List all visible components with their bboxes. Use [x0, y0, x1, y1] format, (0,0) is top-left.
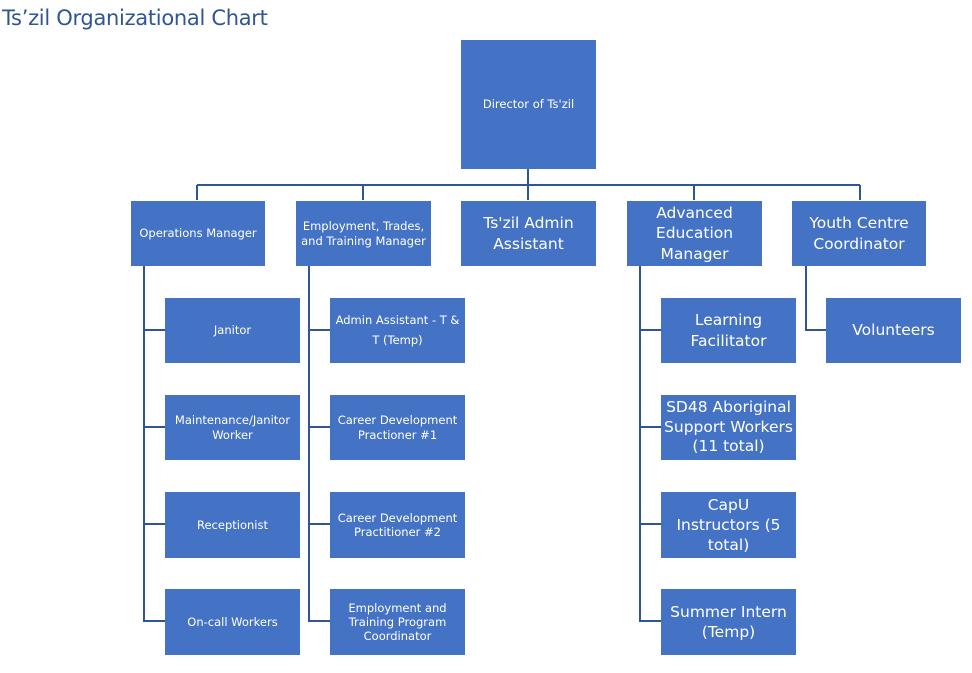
staff-box-capu-instructors: CapU Instructors (5 total) [661, 492, 796, 558]
manager-box-employment-trades: Employment, Trades, and Training Manager [296, 201, 431, 266]
staff-label: Employment and Training Program Coordina… [348, 600, 447, 643]
manager-box-youth-centre: Youth Centre Coordinator [792, 201, 926, 266]
staff-box-career-dev-2: Career Development Practitioner #2 [330, 492, 465, 558]
staff-label: On-call Workers [187, 614, 278, 629]
manager-box-advanced-education: Advanced Education Manager [627, 201, 762, 266]
director-box: Director of Ts'zil [461, 40, 596, 169]
manager-box-operations: Operations Manager [131, 201, 265, 266]
staff-label: SD48 Aboriginal Support Workers (11 tota… [664, 398, 793, 456]
staff-label: Admin Assistant - T & T (Temp) [335, 312, 460, 347]
manager-label: Advanced Education Manager [655, 204, 734, 263]
staff-label: Summer Intern (Temp) [670, 602, 787, 641]
staff-label: Learning Facilitator [690, 311, 767, 350]
staff-box-sd48-support-workers: SD48 Aboriginal Support Workers (11 tota… [661, 395, 796, 460]
manager-label: Employment, Trades, and Training Manager [301, 219, 426, 248]
manager-label: Ts'zil Admin Assistant [483, 214, 574, 253]
director-label: Director of Ts'zil [482, 97, 575, 112]
staff-box-summer-intern: Summer Intern (Temp) [661, 589, 796, 655]
manager-label: Operations Manager [139, 226, 257, 241]
page-title: Ts’zil Organizational Chart [2, 6, 268, 30]
manager-label: Youth Centre Coordinator [809, 214, 909, 253]
staff-box-receptionist: Receptionist [165, 492, 300, 558]
staff-box-career-dev-1: Career Development Practioner #1 [330, 395, 465, 460]
staff-box-on-call-workers: On-call Workers [165, 589, 300, 655]
staff-box-maintenance-worker: Maintenance/Janitor Worker [165, 395, 300, 460]
staff-label: Receptionist [197, 517, 268, 532]
staff-box-learning-facilitator: Learning Facilitator [661, 298, 796, 363]
staff-box-volunteers: Volunteers [826, 298, 961, 363]
staff-box-janitor: Janitor [165, 298, 300, 363]
staff-box-training-coordinator: Employment and Training Program Coordina… [330, 589, 465, 655]
staff-label: Maintenance/Janitor Worker [174, 413, 291, 442]
staff-label: Janitor [213, 323, 252, 338]
staff-box-admin-assistant-tt: Admin Assistant - T & T (Temp) [330, 298, 465, 363]
staff-label: Career Development Practitioner #2 [337, 510, 458, 539]
manager-box-admin-assistant: Ts'zil Admin Assistant [461, 201, 596, 266]
staff-label: Volunteers [852, 321, 935, 340]
staff-label: CapU Instructors (5 total) [676, 495, 781, 555]
staff-label: Career Development Practioner #1 [337, 413, 458, 442]
